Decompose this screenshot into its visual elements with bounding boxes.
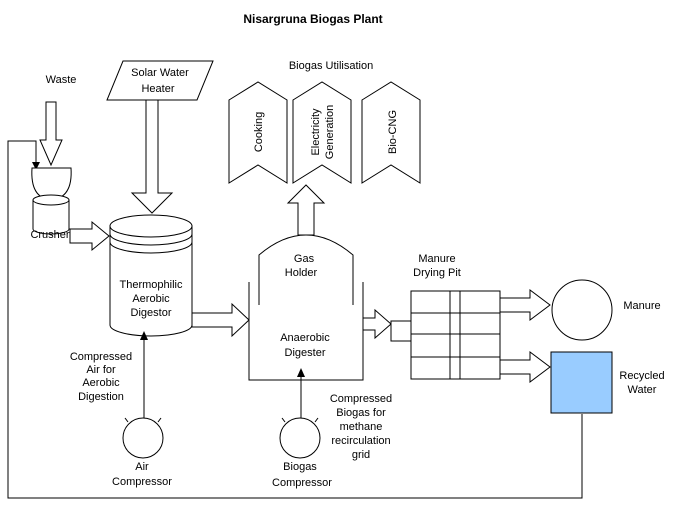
bio-cng-box (361, 81, 421, 184)
anaerobic-label-2: Digester (285, 347, 326, 359)
air-compressor-label-2: Compressor (112, 476, 172, 488)
manure-pit-label-2: Drying Pit (413, 267, 461, 279)
biogas-air-label-4: recirculation (331, 435, 390, 447)
waste-arrow (39, 101, 63, 167)
anaerobic-label-1: Anaerobic (280, 332, 330, 344)
pit-to-water-arrow (499, 351, 551, 383)
crusher-label: Crusher (30, 229, 69, 241)
manure-label: Manure (623, 300, 660, 312)
biogas-line-arrowhead (297, 368, 305, 377)
manure-pit-label-1: Manure (418, 253, 455, 265)
electricity-box (292, 81, 352, 184)
air-line-arrowhead (140, 331, 148, 340)
anaerobic-digester (248, 234, 364, 381)
biogas-utilisation-label: Biogas Utilisation (289, 60, 373, 72)
recycled-label-2: Water (628, 384, 657, 396)
thermo-label-2: Aerobic (132, 293, 170, 305)
air-compressor-label-1: Air (135, 461, 149, 473)
thermo-label-3: Digestor (131, 307, 172, 319)
solar-water-heater (106, 60, 214, 101)
recycle-loop-line (7, 140, 583, 499)
biogas-compressor-label-1: Biogas (283, 461, 317, 473)
cooking-box (228, 81, 288, 184)
air-label-1: Compressed (70, 351, 132, 363)
manure-drying-pit (390, 290, 501, 380)
diagram-title: Nisargruna Biogas Plant (243, 12, 382, 26)
biogas-compressor (279, 417, 321, 459)
crusher-to-digestor-arrow (69, 220, 110, 252)
waste-label: Waste (46, 74, 77, 86)
biogas-air-label-3: methane (340, 421, 383, 433)
solar-heater-label-1: Solar Water (131, 67, 189, 79)
manure-output (551, 279, 613, 341)
air-label-3: Aerobic (82, 377, 120, 389)
pit-to-manure-arrow (499, 289, 551, 321)
thermophilic-aerobic-digestor (109, 214, 193, 337)
anaerobic-to-pit-arrow (362, 308, 392, 340)
biogas-compressor-label-2: Compressor (272, 477, 332, 489)
biogas-air-label-5: grid (352, 449, 370, 461)
recycled-label-1: Recycled (619, 370, 664, 382)
air-label-4: Digestion (78, 391, 124, 403)
recycle-loop-arrowhead (32, 162, 40, 170)
recycled-water-tank (550, 351, 613, 414)
cooking-label: Cooking (253, 112, 265, 152)
digestor-to-anaerobic-arrow (191, 302, 250, 338)
gas-holder-label-1: Gas (294, 253, 315, 265)
biogas-air-label-2: Biogas for (336, 407, 386, 419)
electricity-label-1: Electricity (310, 108, 322, 156)
electricity-label-2: Generation (324, 105, 336, 159)
gas-holder-label-2: Holder (285, 267, 318, 279)
biogas-air-label-1: Compressed (330, 393, 392, 405)
bio-cng-label: Bio-CNG (387, 110, 399, 154)
crusher (31, 167, 72, 235)
air-compressor (122, 417, 164, 459)
gas-holder-up-arrow (286, 184, 326, 236)
solar-heater-label-2: Heater (141, 83, 174, 95)
thermo-label-1: Thermophilic (120, 279, 183, 291)
air-label-2: Air for (86, 364, 116, 376)
solar-heater-arrow (130, 99, 174, 214)
